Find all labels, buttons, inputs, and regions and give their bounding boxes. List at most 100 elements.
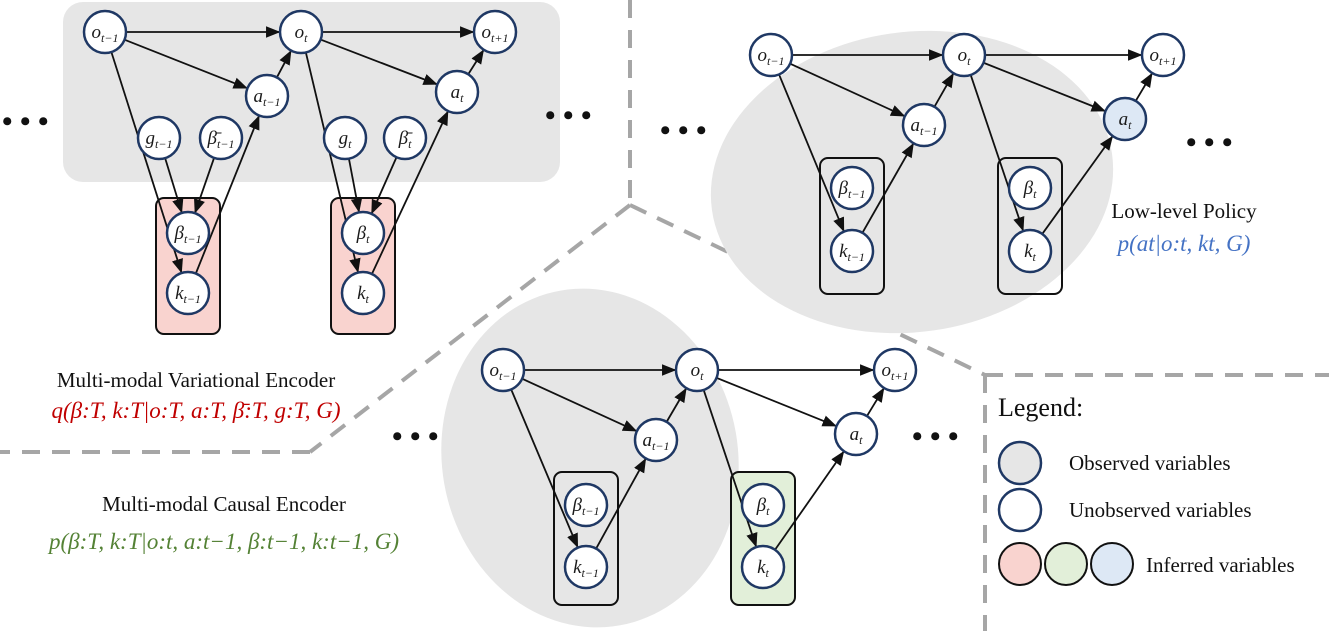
node-label: at <box>1119 109 1133 132</box>
node-circle <box>244 73 290 119</box>
ellipsis-policy-right: • • • <box>1186 126 1233 159</box>
legend-inferred-blue-swatch <box>1090 542 1134 586</box>
node-circle <box>165 270 211 316</box>
edge-c_a1-c_o2 <box>665 387 687 423</box>
legend: Legend: Observed variables Unobserved va… <box>997 393 1295 586</box>
node-p_a1: at−1 <box>901 102 947 148</box>
edge-v_o1-v_a1 <box>124 38 248 89</box>
node-circle <box>563 544 609 590</box>
latent-box-policy-prev <box>819 157 885 295</box>
variational-encoder-formula: q(β:T, k:T|o:T, a:T, β̄:T, g:T, G) <box>51 398 340 423</box>
latent-box-policy-curr <box>997 157 1063 295</box>
node-c_o1: ot−1 <box>480 347 526 393</box>
node-label: βt−1 <box>838 178 866 201</box>
node-p_k1: kt−1 <box>829 228 875 274</box>
edge-v_g2-v_b2 <box>348 158 363 213</box>
ellipsis-causal-right: • • • <box>912 420 959 453</box>
node-v_o3: ot+1 <box>472 9 518 55</box>
edge-c_o1-c_a1 <box>521 377 638 432</box>
node-circle <box>740 482 786 528</box>
node-label: kt <box>1024 241 1036 264</box>
node-c_k1: kt−1 <box>563 544 609 590</box>
causal-encoder-title: Multi-modal Causal Encoder <box>102 492 346 516</box>
latent-box-causal-prev <box>553 471 619 606</box>
node-circle <box>340 270 386 316</box>
node-circle <box>1140 32 1186 78</box>
node-v_b2: βt <box>340 210 386 256</box>
ellipsis-variational-right: • • • <box>545 99 592 132</box>
node-label: ot−1 <box>92 22 119 45</box>
node-label: βt <box>756 495 770 518</box>
edge-c_a2-c_o3 <box>866 387 885 417</box>
node-p_o2: ot <box>941 32 987 78</box>
node-v_a2: at <box>434 69 480 115</box>
legend-title: Legend: <box>998 393 1083 422</box>
edge-p_o2-p_k2 <box>969 74 1025 232</box>
node-circle <box>941 32 987 78</box>
legend-inferred-red-swatch <box>998 542 1042 586</box>
node-label: βt <box>1023 178 1037 201</box>
node-circle <box>382 115 428 161</box>
policy-title: Low-level Policy <box>1111 199 1257 223</box>
node-c_o3: ot+1 <box>872 347 918 393</box>
node-label: kt <box>757 557 769 580</box>
node-circle <box>563 482 609 528</box>
legend-unobserved-label: Unobserved variables <box>1069 498 1252 522</box>
node-label: at <box>850 424 864 447</box>
node-circle <box>278 9 324 55</box>
node-c_b2: βt <box>740 482 786 528</box>
node-label: ot−1 <box>758 45 785 68</box>
edge-c_o2-c_a2 <box>716 377 837 427</box>
node-circle <box>829 228 875 274</box>
ellipsis-policy-left: • • • <box>660 114 707 147</box>
node-label: at−1 <box>643 430 670 453</box>
node-p_o1: ot−1 <box>748 32 794 78</box>
legend-inferred-green-swatch <box>1044 542 1088 586</box>
node-label: at−1 <box>254 86 281 109</box>
edge-v_a1-v_o2 <box>276 50 292 78</box>
node-c_b1: βt−1 <box>563 482 609 528</box>
edge-v_bb1-v_b1 <box>194 157 215 214</box>
policy-formula: p(at|o:t, kt, G) <box>1116 231 1251 256</box>
node-circle <box>829 165 875 211</box>
node-circle <box>872 347 918 393</box>
node-label: at <box>451 82 465 105</box>
edge-p_o1-p_k1 <box>778 74 845 232</box>
node-label: kt <box>357 283 369 306</box>
node-label: gt <box>339 128 353 151</box>
node-circle <box>480 347 526 393</box>
node-p_o3: ot+1 <box>1140 32 1186 78</box>
causal-encoder-formula: p(β:T, k:T|o:t, a:t−1, β:t−1, k:t−1, G) <box>47 529 399 554</box>
node-label: kt−1 <box>839 241 865 264</box>
node-circle <box>1007 228 1053 274</box>
node-v_o1: ot−1 <box>82 9 128 55</box>
edge-c_k1-c_a1 <box>595 458 647 550</box>
edge-p_o2-p_a2 <box>983 61 1106 112</box>
edge-v_bb2-v_b2 <box>371 156 398 215</box>
ellipsis-variational-left: • • • <box>2 105 49 138</box>
legend-inferred-label: Inferred variables <box>1146 553 1295 577</box>
node-v_o2: ot <box>278 9 324 55</box>
edge-v_a2-v_o3 <box>467 49 484 75</box>
node-label: kt−1 <box>573 557 599 580</box>
node-p_k2: kt <box>1007 228 1053 274</box>
edge-p_k1-p_a1 <box>861 142 914 234</box>
node-circle <box>472 9 518 55</box>
node-p_b1: βt−1 <box>829 165 875 211</box>
node-v_a1: at−1 <box>244 73 290 119</box>
edges <box>110 26 1153 551</box>
node-label: at−1 <box>911 115 938 138</box>
node-c_a1: at−1 <box>633 417 679 463</box>
edge-p_a2-p_o3 <box>1134 72 1153 102</box>
edge-c_k2-c_a2 <box>774 450 845 551</box>
node-p_b2: βt <box>1007 165 1053 211</box>
node-label: ot <box>691 360 705 383</box>
node-circle <box>322 115 368 161</box>
node-v_k1: kt−1 <box>165 270 211 316</box>
node-circle <box>674 347 720 393</box>
node-label: ot <box>958 45 972 68</box>
node-v_k2: kt <box>340 270 386 316</box>
edge-v_g1-v_b1 <box>164 157 184 214</box>
